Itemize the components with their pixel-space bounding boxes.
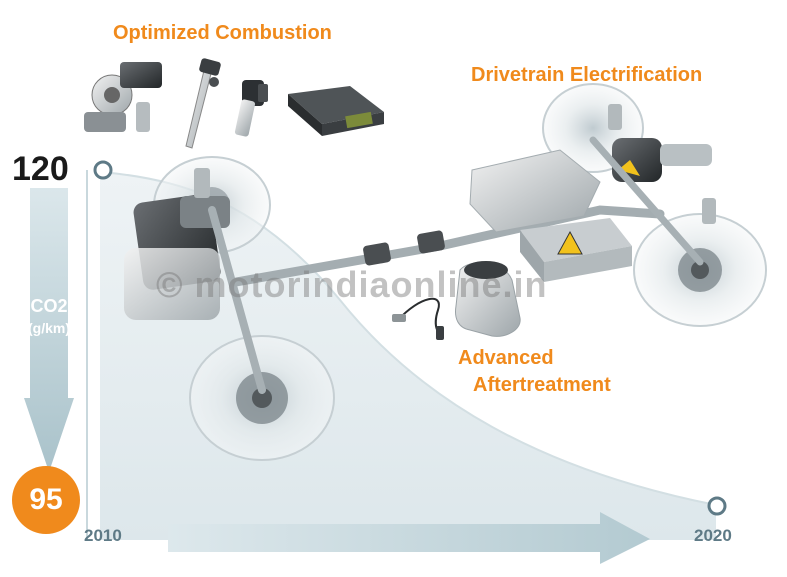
end-marker — [707, 496, 727, 516]
oxygen-sensor-icon — [392, 297, 444, 340]
heading-advanced-line1: Advanced — [458, 347, 554, 369]
turbocharger-icon — [84, 62, 162, 132]
co2-down-arrow — [24, 188, 74, 472]
vehicle-chassis — [124, 83, 767, 461]
fuel-valve-icon — [234, 80, 268, 137]
start-marker — [93, 160, 113, 180]
year-start-label: 2010 — [84, 526, 122, 545]
co2-axis-label: CO2 — [30, 296, 68, 316]
co2-start-value: 120 — [12, 150, 69, 188]
co2-end-value: 95 — [12, 466, 80, 534]
heading-drivetrain-electrification: Drivetrain Electrification — [471, 64, 703, 86]
high-voltage-warning-icon — [557, 230, 583, 255]
year-end-label: 2020 — [694, 526, 732, 545]
heading-optimized-combustion: Optimized Combustion — [113, 22, 332, 44]
catalytic-converter-icon — [455, 261, 521, 337]
watermark: © motorindiaonline.in — [156, 264, 548, 305]
injector-icon — [185, 58, 221, 149]
timeline-arrow — [168, 512, 650, 564]
engine-control-unit-icon — [288, 86, 384, 136]
co2-unit-label: (g/km) — [28, 320, 70, 336]
heading-advanced-line2: Aftertreatment — [473, 374, 611, 396]
